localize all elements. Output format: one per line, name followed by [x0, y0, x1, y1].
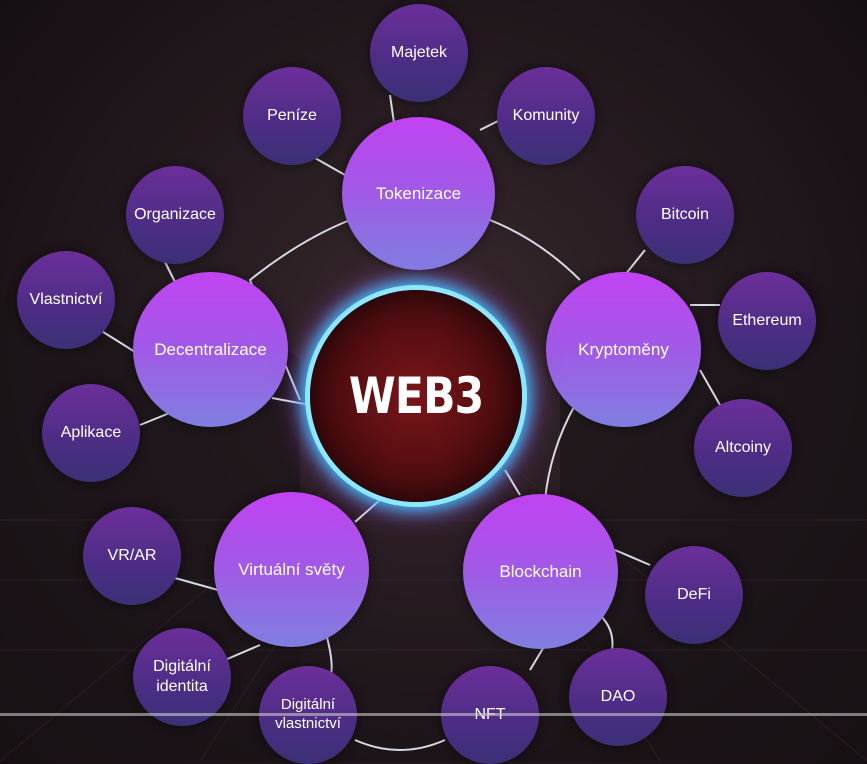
node-label: VR/AR: [107, 547, 157, 564]
node-decentralizace: Decentralizace: [133, 272, 288, 427]
node-label: Kryptoměny: [578, 339, 669, 359]
node-komunity: Komunity: [497, 67, 595, 165]
node-virtualni-svety: Virtuální světy: [214, 492, 369, 647]
node-label: Virtuální světy: [238, 559, 345, 579]
node-label: Bitcoin: [660, 206, 710, 223]
node-label: Blockchain: [499, 561, 582, 581]
node-label: Komunity: [512, 107, 580, 124]
node-label: Organizace: [134, 206, 216, 223]
node-organizace: Organizace: [126, 166, 224, 264]
node-label: Majetek: [390, 44, 448, 61]
center-label: WEB3: [348, 367, 484, 425]
node-label: Digitální vlastnictví: [275, 696, 341, 732]
node-penize: Peníze: [243, 67, 341, 165]
node-tokenizace: Tokenizace: [342, 117, 495, 270]
node-label: Peníze: [267, 107, 317, 124]
node-vlastnictvi: Vlastnictví: [17, 251, 115, 349]
node-blockchain: Blockchain: [463, 494, 618, 649]
node-dao: DAO: [569, 648, 667, 746]
node-digitalni-identita: Digitální identita: [133, 628, 231, 726]
node-defi: DeFi: [645, 546, 743, 644]
node-label: DAO: [600, 688, 636, 705]
node-label: Ethereum: [732, 312, 802, 329]
node-label: Decentralizace: [154, 339, 267, 359]
node-label: Aplikace: [60, 424, 122, 441]
node-label: Digitální identita: [153, 658, 211, 695]
center-web3-orb: WEB3: [310, 290, 522, 502]
node-label: Tokenizace: [375, 183, 462, 203]
node-aplikace: Aplikace: [42, 384, 140, 482]
node-majetek: Majetek: [370, 4, 468, 102]
node-label: Vlastnictví: [29, 291, 103, 308]
node-ethereum: Ethereum: [718, 272, 816, 370]
node-label: Altcoiny: [714, 439, 772, 456]
video-progress-line: [0, 713, 867, 716]
node-label: DeFi: [677, 586, 711, 603]
node-bitcoin: Bitcoin: [636, 166, 734, 264]
node-vr-ar: VR/AR: [83, 507, 181, 605]
node-altcoiny: Altcoiny: [694, 399, 792, 497]
node-kryptomeny: Kryptoměny: [546, 272, 701, 427]
